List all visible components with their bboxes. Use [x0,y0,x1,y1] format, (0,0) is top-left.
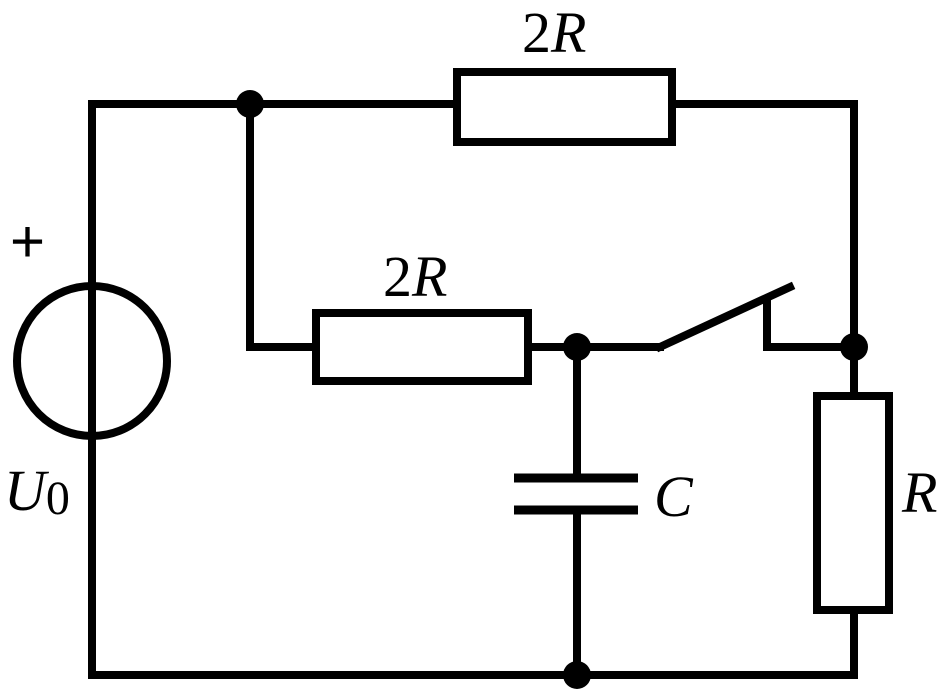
capacitor-icon [514,473,638,515]
label-capacitor: C [654,464,694,529]
resistor-top [453,68,676,146]
junction-bottom [563,661,591,689]
label-r-middle: 2R [383,244,447,309]
label-r-top: 2R [522,0,586,65]
junctions [236,90,868,689]
wire-top-right [668,100,858,351]
label-source: U0 [4,458,70,525]
voltage-source-icon [13,282,171,440]
wire-left [88,100,581,679]
resistor-middle [312,309,532,385]
junction-top-left [236,90,264,118]
label-r-right: R [901,460,937,525]
junction-right-node [840,333,868,361]
wires [88,100,858,679]
wire-switch-right [763,296,858,351]
switch-icon [654,281,796,353]
wire-bottom-right [573,606,858,679]
label-source-polarity: + [10,208,45,275]
wire-branch-left [246,100,320,351]
resistor-right [813,392,893,614]
junction-cap-node [563,333,591,361]
